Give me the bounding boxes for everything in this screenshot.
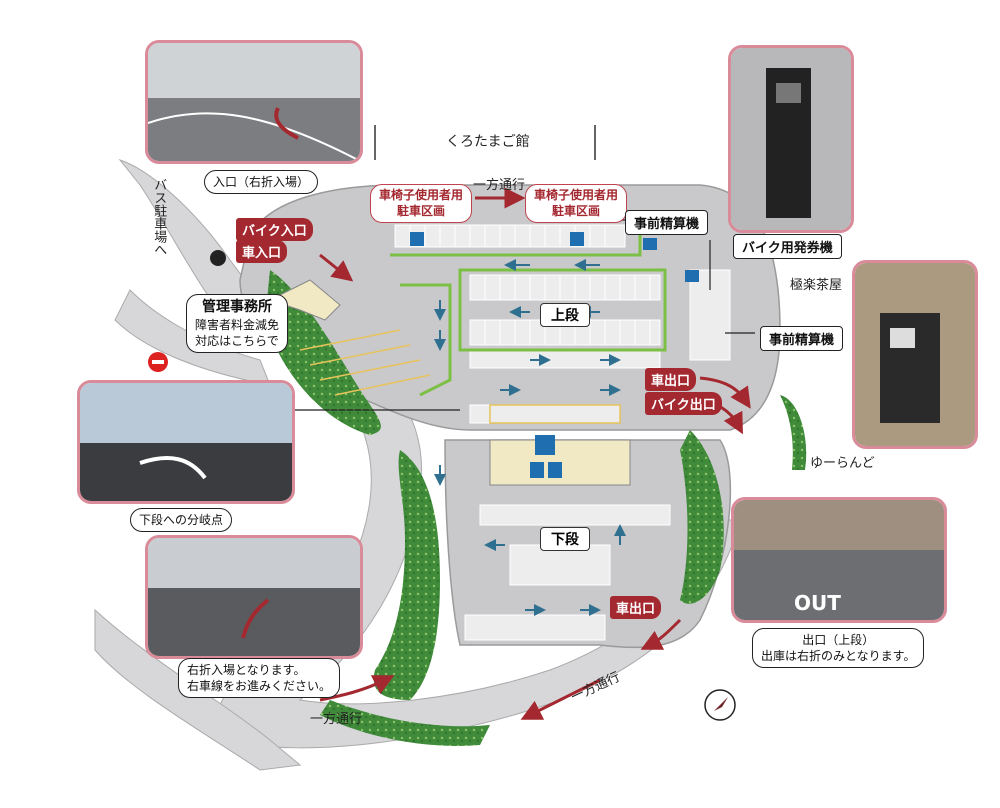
caption-right-turn: 右折入場となります。 右車線をお進みください。 [178, 658, 341, 699]
office-sub: 障害者料金減免 対応はこちらで [195, 317, 280, 349]
prepay-right-label: 事前精算機 [760, 326, 844, 351]
yellow-bays [299, 329, 621, 424]
prepay-top-label: 事前精算機 [625, 210, 709, 235]
office-label: 管理事務所 障害者料金減免 対応はこちらで [186, 294, 289, 354]
grass-right-edge [780, 395, 807, 470]
car-exit-upper-label: 車出口 [645, 368, 697, 391]
no-entry-icon [148, 352, 168, 372]
office-building [268, 279, 341, 321]
bike-icon [685, 270, 699, 282]
pedestrian-icon [210, 250, 226, 266]
gokuraku-label: 極楽茶屋 [790, 278, 843, 293]
lower-zone-label: 下段 [540, 527, 590, 551]
bus-parking-label: バス駐車場へ [151, 178, 167, 256]
wheelchair-right-label: 車椅子使用者用 駐車区画 [525, 184, 628, 224]
photo-branch [77, 380, 295, 504]
bike-entrance-label: バイク入口 [236, 218, 313, 241]
stall-lines [409, 225, 651, 345]
bike-exit-label: バイク出口 [645, 392, 722, 415]
bike-icon [643, 238, 657, 250]
one-way-label-bottom-left: 一方通行 [310, 712, 363, 727]
office-title: 管理事務所 [202, 299, 272, 315]
wheelchair-icon [410, 232, 424, 246]
grass-right [680, 430, 724, 604]
caption-branch: 下段への分岐点 [130, 508, 233, 533]
wheelchair-left-label: 車椅子使用者用 駐車区画 [370, 184, 473, 224]
bike-ticket-label: バイク用発券機 [733, 234, 842, 259]
caption-entrance: 入口（右折入場） [204, 170, 319, 195]
caption-exit: 出口（上段） 出庫は右折のみとなります。 [752, 628, 925, 669]
grass-left [265, 270, 381, 435]
wheelchair-icon [570, 232, 584, 246]
building-bracket [374, 125, 596, 160]
lower-stalls [464, 504, 671, 641]
photo-prepay-machine [728, 45, 854, 233]
grass-bottom [320, 700, 490, 746]
car-exit-lower-label: 車出口 [610, 596, 662, 619]
photo-bike-ticket-machine [852, 260, 978, 449]
photo-entrance [145, 40, 363, 164]
upper-zone-label: 上段 [540, 303, 590, 327]
car-entrance-label: 車入口 [236, 240, 288, 263]
photo-out-text: OUT [794, 591, 841, 615]
grass-lower [373, 450, 440, 700]
compass-icon [704, 689, 736, 721]
one-way-label-top: 一方通行 [473, 178, 526, 193]
flow-arrows [434, 259, 626, 616]
building-label: くろたまご館 [446, 134, 530, 150]
yuurando-label: ゆーらんど [810, 456, 875, 471]
photo-right-turn [145, 535, 363, 659]
photo-exit: OUT [731, 497, 947, 623]
